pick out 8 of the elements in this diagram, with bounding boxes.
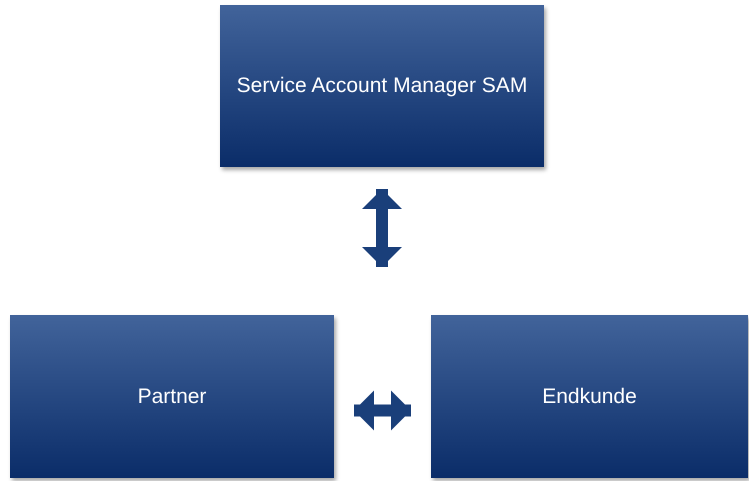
process-box <box>220 5 544 167</box>
box-label: Partner <box>138 384 206 410</box>
process-box <box>431 315 748 478</box>
double-arrow <box>362 189 402 267</box>
box-label: Endkunde <box>542 384 637 410</box>
box-label: Service Account Manager SAM <box>236 73 528 99</box>
process-box <box>10 315 334 478</box>
double-arrow <box>354 390 411 430</box>
